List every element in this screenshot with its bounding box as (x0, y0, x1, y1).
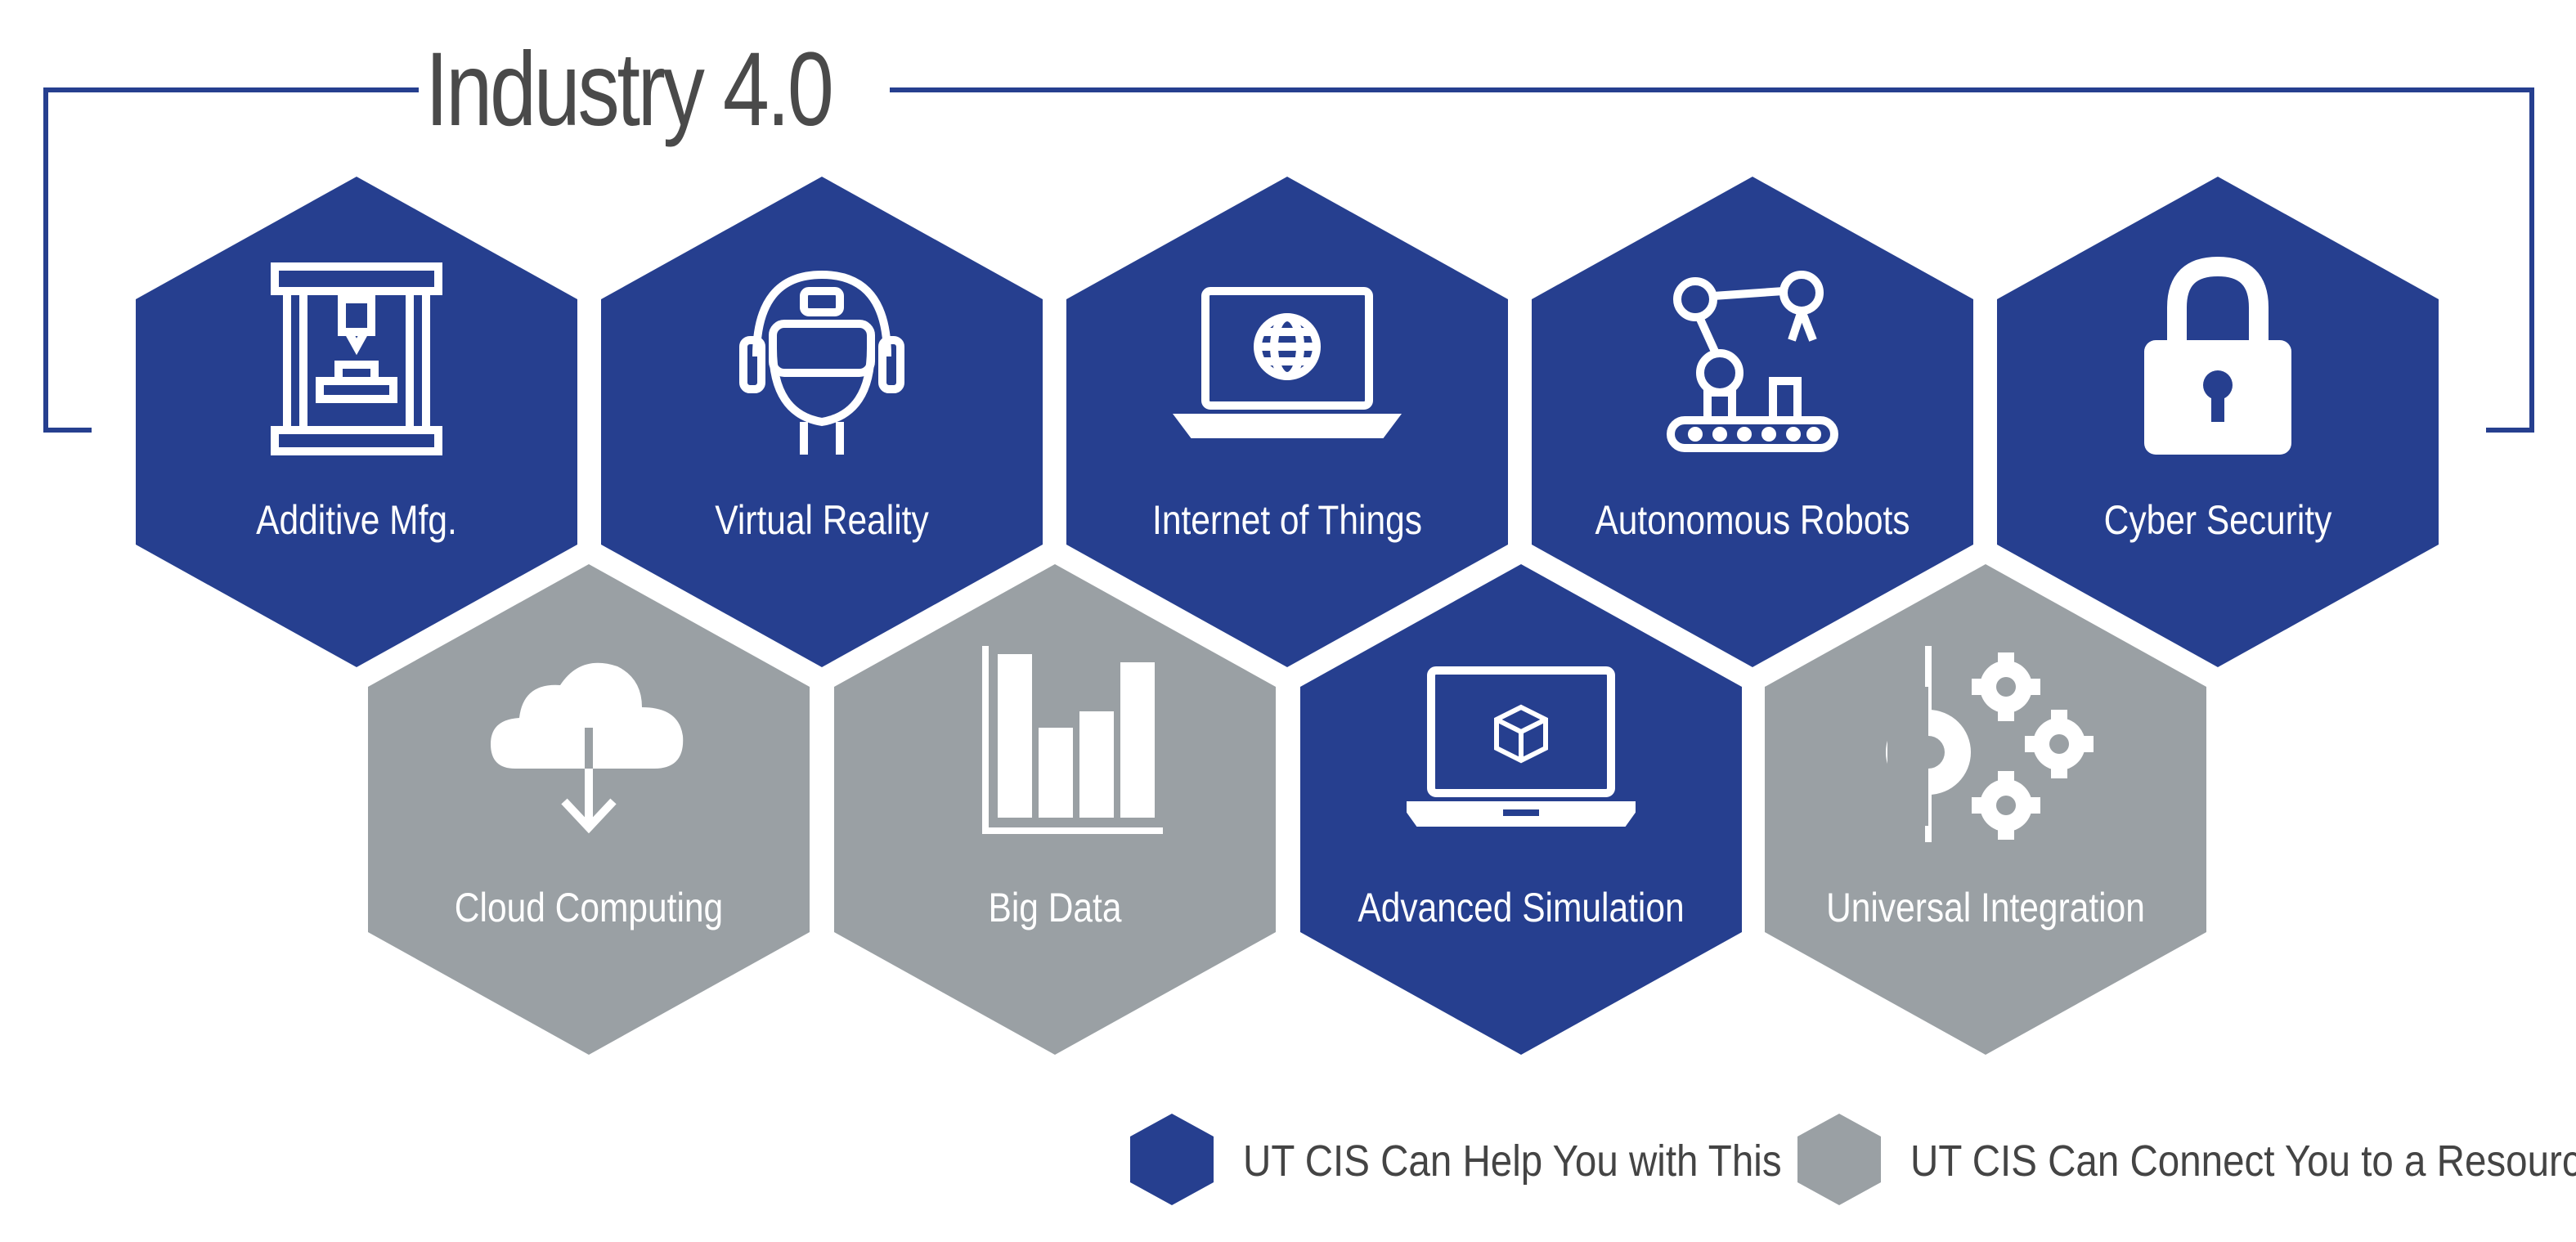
legend-label-help: UT CIS Can Help You with This (1243, 1137, 1782, 1186)
hex-autonomous-robots: Autonomous Robots (1532, 177, 1973, 667)
hex-label: Internet of Things (1152, 497, 1422, 543)
hex-cyber-security: Cyber Security (1997, 177, 2439, 667)
hex-label: Virtual Reality (715, 497, 929, 543)
gears-icon (1871, 638, 2100, 850)
padlock-icon (2103, 250, 2332, 463)
hex-label: Cyber Security (2103, 497, 2332, 543)
hex-label: Universal Integration (1826, 885, 2145, 930)
hex-internet-of-things: Internet of Things (1066, 177, 1508, 667)
hex-label: Big Data (988, 885, 1122, 930)
hex-label: Advanced Simulation (1358, 885, 1685, 930)
hex-advanced-simulation: Advanced Simulation (1300, 564, 1742, 1055)
laptop-globe-icon (1173, 250, 1402, 463)
hex-cloud-computing: Cloud Computing (368, 564, 810, 1055)
cloud-download-icon (474, 638, 703, 850)
hex-label: Autonomous Robots (1595, 497, 1910, 543)
hex-big-data: Big Data (834, 564, 1276, 1055)
bar-chart-icon (940, 638, 1169, 850)
page-title: Industry 4.0 (425, 31, 834, 148)
legend-label-connect: UT CIS Can Connect You to a Resource (1910, 1137, 2576, 1186)
robot-arm-icon (1638, 250, 1867, 463)
laptop-cube-icon (1398, 638, 1644, 850)
hex-virtual-reality: Virtual Reality (601, 177, 1043, 667)
3d-printer-icon (242, 250, 471, 463)
hex-additive-mfg: Additive Mfg. (136, 177, 577, 667)
hex-label: Cloud Computing (454, 885, 724, 930)
hex-universal-integration: Universal Integration (1765, 564, 2206, 1055)
vr-headset-icon (707, 250, 936, 463)
hex-label: Additive Mfg. (256, 497, 457, 543)
